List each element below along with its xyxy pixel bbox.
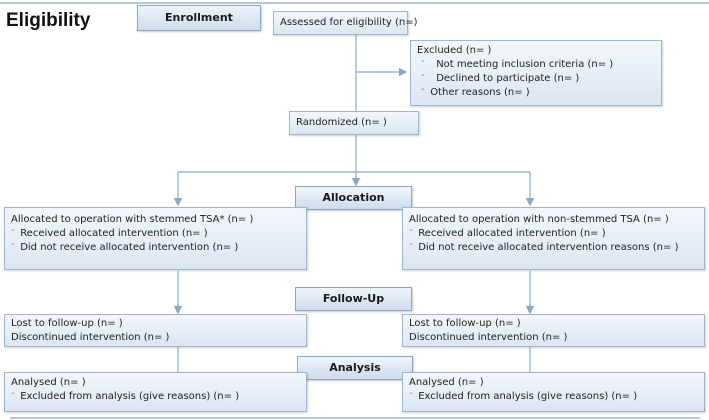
right-followup-lost: Lost to follow-up (n= ): [409, 318, 521, 329]
right-allocation-item: ¨ Did not receive allocated intervention…: [409, 242, 679, 253]
right-analysis-heading: Analysed (n= ): [409, 377, 484, 388]
excluded-item: ¨ Not meeting inclusion criteria (n= ): [421, 59, 614, 70]
left-followup-lost: Lost to follow-up (n= ): [11, 318, 123, 329]
bullet-icon: ¨: [421, 60, 425, 69]
excluded-heading: Excluded (n= ): [417, 45, 492, 56]
bullet-icon: ¨: [11, 229, 15, 238]
right-allocation-box: Allocated to operation with non-stemmed …: [402, 207, 705, 270]
stage-followup: Follow-Up: [295, 287, 412, 311]
left-analysis-heading: Analysed (n= ): [11, 377, 86, 388]
excluded-item: ¨ Other reasons (n= ): [421, 87, 530, 98]
page-title: Eligibility: [6, 10, 91, 31]
bullet-icon: ¨: [11, 392, 15, 401]
left-allocation-box: Allocated to operation with stemmed TSA*…: [4, 207, 307, 270]
left-allocation-item: ¨ Received allocated intervention (n= ): [11, 228, 208, 239]
right-allocation-item: ¨ Received allocated intervention (n= ): [409, 228, 606, 239]
left-allocation-heading: Allocated to operation with stemmed TSA*…: [11, 214, 254, 225]
right-followup-box: Lost to follow-up (n= ) Discontinued int…: [402, 314, 705, 347]
bullet-icon: ¨: [409, 243, 413, 252]
stage-enrollment: Enrollment: [137, 5, 261, 31]
left-analysis-box: Analysed (n= ) ¨ Excluded from analysis …: [4, 372, 307, 412]
left-analysis-item: ¨ Excluded from analysis (give reasons) …: [11, 391, 240, 402]
bullet-icon: ¨: [409, 229, 413, 238]
bullet-icon: ¨: [421, 88, 425, 97]
left-allocation-item: ¨ Did not receive allocated intervention…: [11, 242, 239, 253]
right-analysis-box: Analysed (n= ) ¨ Excluded from analysis …: [402, 372, 705, 412]
stage-analysis: Analysis: [297, 356, 413, 380]
excluded-box: Excluded (n= ) ¨ Not meeting inclusion c…: [410, 40, 662, 106]
bullet-icon: ¨: [11, 243, 15, 252]
bullet-icon: ¨: [421, 74, 425, 83]
excluded-item: ¨ Declined to participate (n= ): [421, 73, 580, 84]
left-followup-box: Lost to follow-up (n= ) Discontinued int…: [4, 314, 307, 347]
randomized-box: Randomized (n= ): [289, 111, 419, 135]
bullet-icon: ¨: [409, 392, 413, 401]
stage-allocation: Allocation: [295, 186, 412, 210]
left-followup-discontinued: Discontinued intervention (n= ): [11, 332, 170, 343]
right-analysis-item: ¨ Excluded from analysis (give reasons) …: [409, 391, 638, 402]
right-allocation-heading: Allocated to operation with non-stemmed …: [409, 214, 669, 225]
assessed-box: Assessed for eligibility (n=): [273, 11, 418, 35]
right-followup-discontinued: Discontinued intervention (n= ): [409, 332, 568, 343]
